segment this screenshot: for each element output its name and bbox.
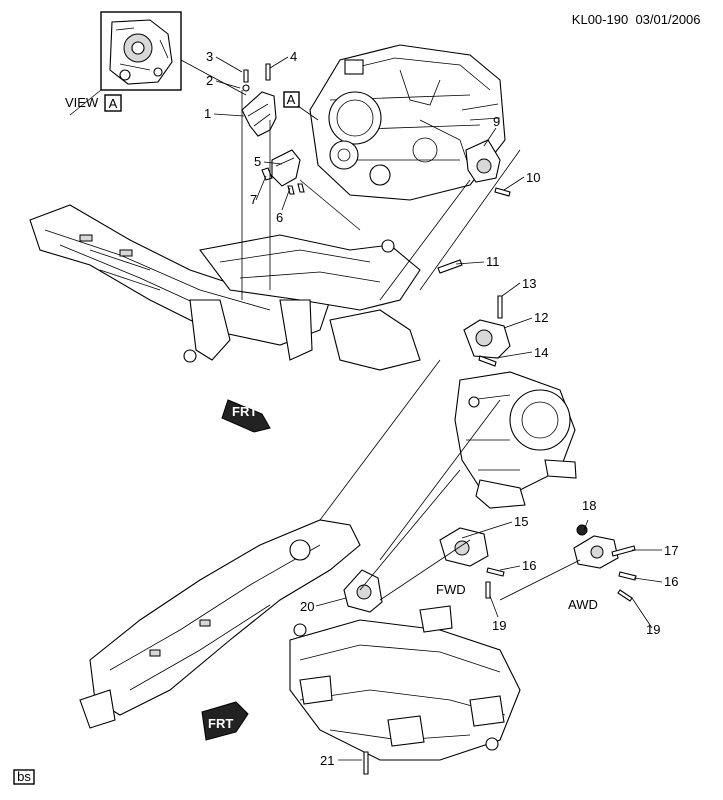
callout-17: 17 (664, 543, 678, 558)
inset-leader (69, 59, 247, 116)
transmission-mount-upper (463, 295, 511, 367)
bolt-11 (437, 259, 463, 274)
frame-rail-lower (79, 519, 361, 729)
bolt-21 (363, 751, 369, 775)
callout-letter-box (283, 91, 300, 108)
right-engine-mount (465, 139, 511, 197)
callout-2: 2 (206, 73, 213, 88)
callout-19-fwd: 19 (492, 618, 506, 633)
callout-4: 4 (290, 49, 297, 64)
callout-7: 7 (250, 192, 257, 207)
callout-numbers: 3 2 4 1 5 7 6 9 10 11 13 12 14 15 16 19 … (204, 49, 678, 768)
fwd-mount (439, 527, 505, 599)
callout-14: 14 (534, 345, 548, 360)
callout-11: 11 (486, 254, 500, 269)
callout-9: 9 (493, 114, 500, 129)
svg-text:FRT: FRT (208, 716, 233, 731)
callout-3: 3 (206, 49, 213, 64)
callout-10: 10 (526, 170, 540, 185)
callout-18: 18 (582, 498, 596, 513)
alignment-lines (241, 90, 581, 601)
callout-15: 15 (514, 514, 528, 529)
front-arrow-top: FRT (221, 399, 271, 433)
front-cradle (289, 605, 521, 761)
view-letter-box (104, 94, 122, 112)
callout-12: 12 (534, 310, 548, 325)
callout-21: 21 (320, 753, 334, 768)
view-label: VIEW (65, 95, 99, 110)
callout-letter: A (287, 92, 296, 107)
svg-text:FRT: FRT (232, 404, 257, 419)
awd-mount (573, 524, 637, 602)
callout-13: 13 (522, 276, 536, 291)
callout-6: 6 (276, 210, 283, 225)
front-arrow-bottom: FRT (201, 701, 249, 741)
callout-leaders (213, 56, 663, 761)
callout-20: 20 (300, 599, 314, 614)
engine-assembly (309, 44, 506, 201)
callout-16-fwd: 16 (522, 558, 536, 573)
callout-19-awd: 19 (646, 622, 660, 637)
frame-rail-upper (29, 204, 421, 371)
callout-5: 5 (254, 154, 261, 169)
view-letter: A (109, 96, 118, 111)
upper-mount-bracket (241, 63, 305, 195)
fwd-label: FWD (436, 582, 466, 597)
transmission-assembly (454, 371, 577, 509)
callout-16-awd: 16 (664, 574, 678, 589)
rear-mount-20 (343, 569, 383, 613)
detail-view-inset (100, 11, 182, 91)
drawing-code: KL00-190 (572, 12, 628, 27)
footer-tag: bs (17, 769, 31, 784)
footer-tag-box (13, 769, 35, 785)
awd-label: AWD (568, 597, 598, 612)
callout-1: 1 (204, 106, 211, 121)
drawing-date: 03/01/2006 (635, 12, 700, 27)
